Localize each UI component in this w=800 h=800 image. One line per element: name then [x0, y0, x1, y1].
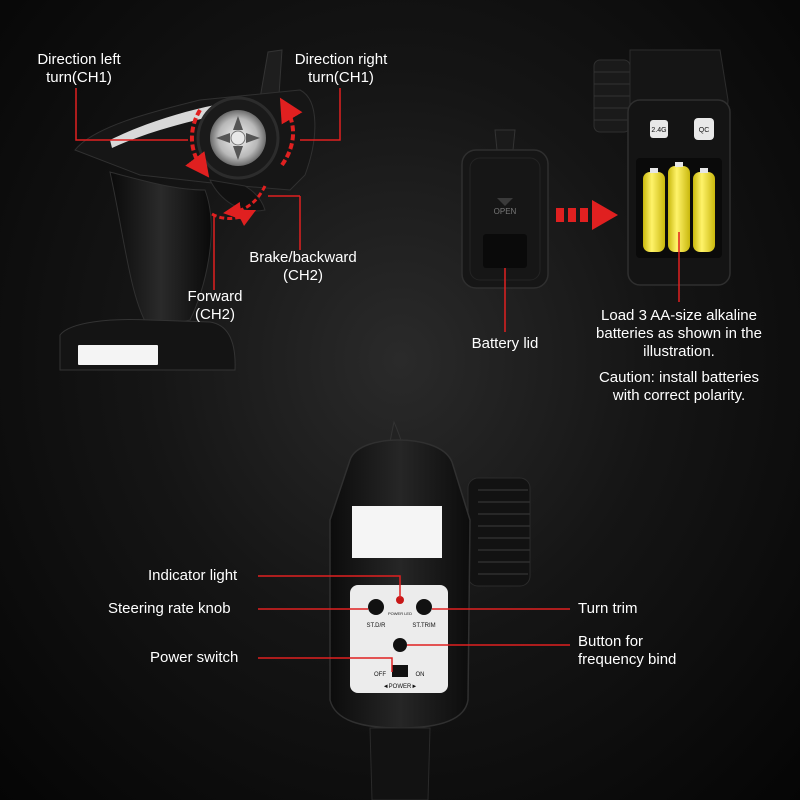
label-power-switch: Power switch: [150, 649, 239, 666]
label-caution-line1: Caution: install batteries: [598, 369, 760, 386]
on-text: ON: [416, 672, 425, 678]
label-caution: Caution: install batteries with correct …: [570, 369, 788, 405]
label-frequency-bind-line1: Button for: [578, 633, 644, 650]
label-load-batteries-line2: batteries as shown in the: [596, 325, 762, 342]
battery-lid-illustration: [461, 129, 549, 289]
transmitter-panel-view: [329, 420, 531, 800]
label-forward-line2: (CH2): [195, 306, 235, 323]
label-forward-line1: Forward: [187, 288, 243, 305]
st-dr-text: ST.D/R: [366, 623, 386, 629]
label-indicator-light: Indicator light: [148, 567, 238, 584]
label-brake-backward-line2: (CH2): [283, 267, 323, 284]
label-load-batteries: Load 3 AA-size alkaline batteries as sho…: [570, 307, 788, 361]
label-frequency-bind-line2: frequency bind: [578, 651, 677, 668]
label-load-batteries-line1: Load 3 AA-size alkaline: [601, 307, 757, 324]
label-direction-left-line2: turn(CH1): [46, 69, 112, 86]
power-text: ◄POWER►: [383, 684, 418, 690]
annotation-lines-panel: [258, 575, 570, 672]
label-direction-left: Direction left turn(CH1): [20, 51, 138, 87]
label-turn-trim: Turn trim: [578, 600, 638, 617]
lid-open-text: OPEN: [494, 207, 517, 216]
st-trim-text: ST.TRIM: [412, 623, 435, 629]
label-load-batteries-line3: illustration.: [643, 343, 715, 360]
label-frequency-bind: Button for frequency bind: [578, 633, 676, 669]
badge-qc-text: QC: [699, 127, 710, 134]
label-brake-backward: Brake/backward (CH2): [238, 249, 368, 285]
annotation-lines-steering: [75, 88, 341, 290]
power-led-text: POWER LED: [388, 611, 412, 616]
off-text: OFF: [374, 672, 386, 678]
label-caution-line2: with correct polarity.: [612, 387, 746, 404]
battery-compartment-illustration: [593, 49, 731, 286]
badge-24g-text: 2.4G: [651, 127, 666, 134]
label-brake-backward-line1: Brake/backward: [249, 249, 357, 266]
label-direction-right-line1: Direction right: [294, 51, 388, 68]
transmitter-side-view: [59, 49, 316, 371]
label-forward: Forward (CH2): [170, 288, 260, 324]
label-battery-lid: Battery lid: [471, 335, 539, 352]
label-steering-rate-knob: Steering rate knob: [108, 600, 231, 617]
device-text: OPEN 2.4G QC ST.D/R ST.TRIM POWER LED OF…: [366, 127, 709, 690]
label-direction-right-line2: turn(CH1): [308, 69, 374, 86]
label-direction-right: Direction right turn(CH1): [280, 51, 402, 87]
insert-arrow: [556, 200, 618, 230]
label-direction-left-line1: Direction left: [37, 51, 121, 68]
